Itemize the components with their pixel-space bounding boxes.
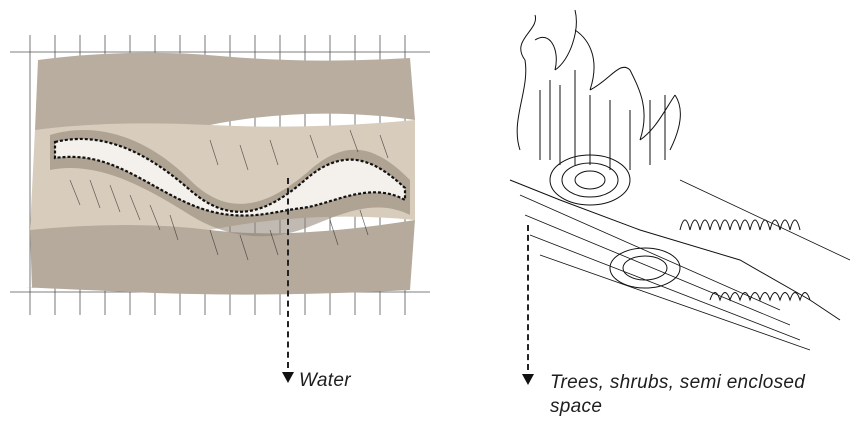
shrub-spiral-inner: [575, 171, 605, 189]
trees-enclosed-space-sketch: [480, 0, 859, 370]
bottom-terrain-band: [26, 220, 415, 295]
water-plan-sketch: [10, 30, 430, 330]
water-caption: Water: [299, 369, 351, 393]
shrub-spiral-mid: [562, 163, 618, 197]
trees-leader-line: [527, 225, 529, 370]
water-leader-line: [287, 178, 289, 368]
tree-canopy-scribble: [517, 10, 680, 150]
water-arrow-icon: [282, 372, 294, 383]
top-terrain-band: [35, 53, 415, 137]
trees-arrow-icon: [522, 374, 534, 385]
trees-caption: Trees, shrubs, semi enclosed space: [550, 371, 850, 419]
lower-shrub-outer: [610, 248, 680, 288]
wavy-grass-edge: [680, 220, 800, 230]
tree-trunks: [540, 70, 665, 170]
ground-hatching: [520, 180, 850, 350]
wavy-lower-edge: [710, 293, 810, 301]
lower-shrub-inner: [623, 256, 667, 280]
